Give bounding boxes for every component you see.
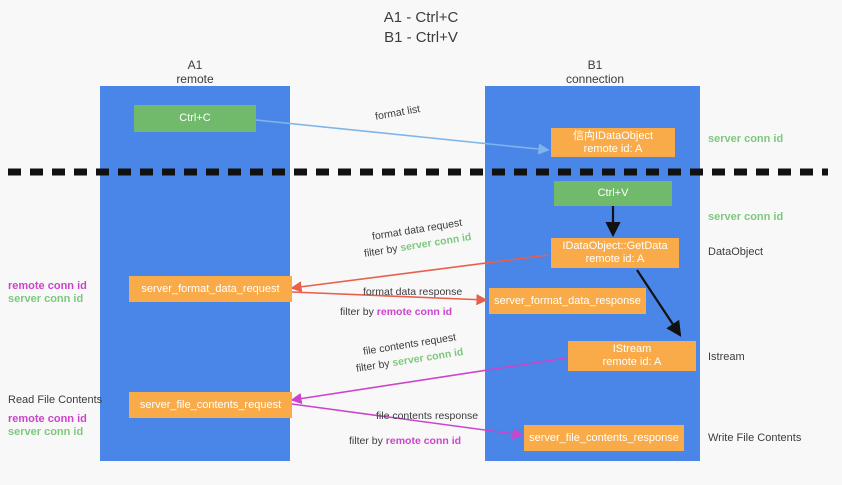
column-a1-sub: remote <box>176 72 214 86</box>
edge-label-file-contents-response: file contents response <box>376 410 479 422</box>
box-idataobject-line1: 信⽱IDataObject <box>572 129 654 142</box>
label-read-file-contents: Read File Contents <box>8 394 103 406</box>
filter-value-4: remote conn id <box>385 435 462 447</box>
filter-prefix-2: filter by <box>340 306 377 318</box>
box-server-file-contents-request[interactable]: server_file_contents_request <box>129 392 292 418</box>
column-header-a1: A1 remote <box>120 58 270 86</box>
box-istream-line2: remote id: A <box>602 356 662 368</box>
filter-prefix-3: filter by <box>355 357 394 375</box>
box-idataobject-getdata[interactable]: IDataObject::GetData remote id: A <box>551 238 679 268</box>
box-server-format-data-response[interactable]: server_format_data_response <box>489 288 646 314</box>
box-server-file-contents-response[interactable]: server_file_contents_response <box>524 425 684 451</box>
edge-label-format-data-response-filter: filter by remote conn id <box>340 305 452 319</box>
box-idataobject[interactable]: 信⽱IDataObject remote id: A <box>551 128 675 157</box>
label-istream: Istream <box>708 351 745 363</box>
box-ctrl-c[interactable]: Ctrl+C <box>134 105 256 132</box>
title-line-2: B1 - Ctrl+V <box>384 29 458 46</box>
edge-label-format-list: format list <box>374 103 422 123</box>
box-ctrl-v[interactable]: Ctrl+V <box>554 181 672 206</box>
label-server-conn-id-2: server conn id <box>8 426 84 438</box>
box-ctrl-c-label: Ctrl+C <box>179 112 211 124</box>
box-istream[interactable]: IStream remote id: A <box>568 341 696 371</box>
filter-value-2: remote conn id <box>376 306 453 318</box>
column-b1-name: B1 <box>587 58 603 72</box>
box-getdata-line1: IDataObject::GetData <box>562 240 668 252</box>
edge-label-format-data-response: format data response <box>363 286 463 298</box>
label-server-conn-id-top: server conn id <box>708 133 784 145</box>
label-dataobject: DataObject <box>708 246 764 258</box>
filter-prefix-1: filter by <box>363 242 402 260</box>
column-b1-sub: connection <box>565 72 625 86</box>
box-server-file-contents-request-label: server_file_contents_request <box>139 398 282 411</box>
box-server-file-contents-response-label: server_file_contents_response <box>529 431 679 444</box>
box-istream-line1: IStream <box>612 343 652 355</box>
label-server-conn-id-mid: server conn id <box>708 211 784 223</box>
column-a1-name: A1 <box>187 58 203 72</box>
box-getdata-line2: remote id: A <box>585 253 645 265</box>
filter-prefix-4: filter by <box>349 435 386 447</box>
label-write-file-contents: Write File Contents <box>708 432 802 444</box>
edge-label-file-contents-response-filter: filter by remote conn id <box>349 434 461 448</box>
page-title: A1 - Ctrl+C B1 - Ctrl+V <box>0 8 842 48</box>
label-remote-conn-id-1: remote conn id <box>8 280 87 292</box>
box-server-format-data-request[interactable]: server_format_data_request <box>129 276 292 302</box>
box-ctrl-v-label: Ctrl+V <box>597 187 629 199</box>
label-server-conn-id-1: server conn id <box>8 293 84 305</box>
box-server-format-data-response-label: server_format_data_response <box>494 294 641 307</box>
column-header-b1: B1 connection <box>520 58 670 86</box>
title-line-1: A1 - Ctrl+C <box>383 9 459 26</box>
box-server-format-data-request-label: server_format_data_request <box>141 282 280 295</box>
box-idataobject-line2: remote id: A <box>583 142 643 155</box>
label-remote-conn-id-2: remote conn id <box>8 413 87 425</box>
